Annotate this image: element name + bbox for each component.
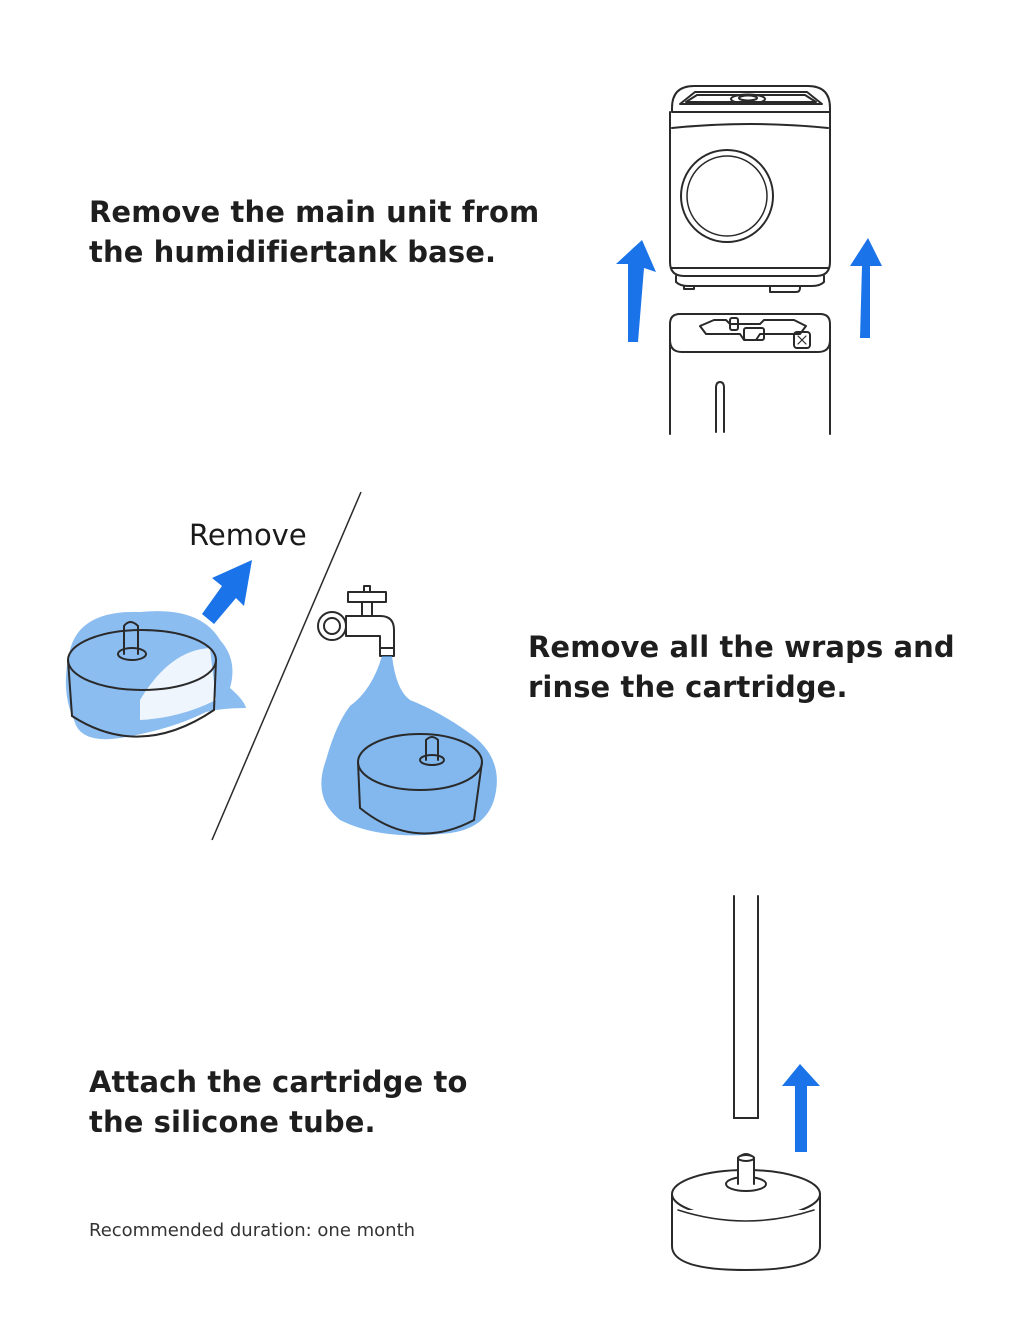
remove-label: Remove [189,518,307,552]
step-3-instruction: Attach the cartridge to the silicone tub… [89,1062,467,1142]
arrow-up-icon [616,240,656,342]
silicone-tube-illustration [733,895,759,1119]
faucet-icon [317,585,395,657]
divider-line [211,491,362,841]
step-3-line-2: the silicone tube. [89,1105,376,1139]
step-2-line-1: Remove all the wraps and [528,630,955,664]
step-1-line-1: Remove the main unit from [89,195,540,229]
duration-note: Recommended duration: one month [89,1220,416,1241]
step-1-instruction: Remove the main unit from the humidifier… [89,192,539,272]
rinsed-cartridge-illustration [357,733,483,835]
attach-arrow [782,1064,820,1152]
cartridge-illustration [671,1153,821,1272]
water-stream-illustration [321,656,497,836]
arrow-up-right-icon [202,560,252,624]
step-2-instruction: Remove all the wraps and rinse the cartr… [528,627,955,707]
wrapped-cartridge-illustration [65,611,246,740]
humidifier-main-unit-illustration [669,85,831,293]
step-3-line-1: Attach the cartridge to [89,1065,468,1099]
arrow-up-icon [850,238,882,338]
humidifier-tank-base-illustration [669,313,831,435]
arrow-up-icon [782,1064,820,1152]
remove-arrow [202,560,252,624]
step-2-line-2: rinse the cartridge. [528,670,848,704]
step-1-line-2: the humidifiertank base. [89,235,497,269]
lift-arrows [616,238,882,342]
